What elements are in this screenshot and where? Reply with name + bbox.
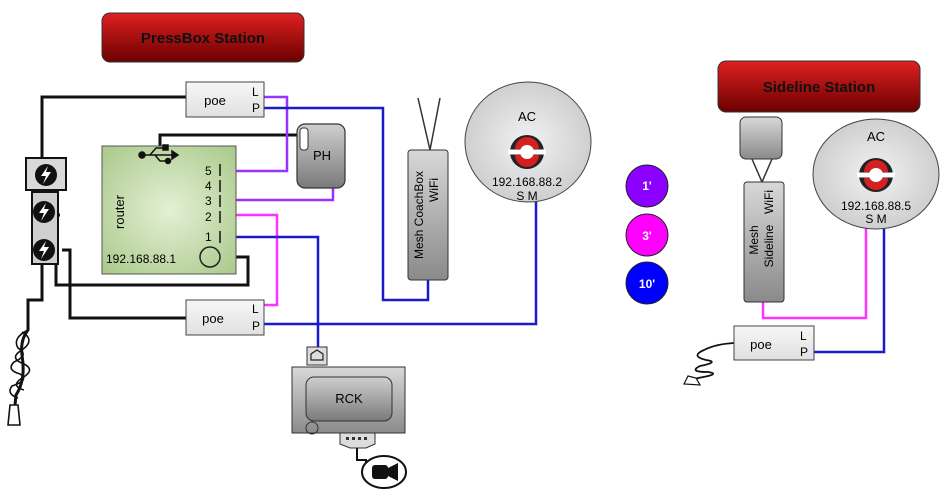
legend-item-3ft: 3'	[625, 213, 669, 257]
ac-sideline-label: AC	[867, 129, 885, 144]
legend-item-1ft: 1'	[625, 164, 669, 208]
power-cord-coil	[7, 329, 31, 426]
ac-sideline: AC 192.168.88.5 S M	[812, 118, 940, 230]
router-port-4: 4	[205, 179, 212, 193]
sideline-banner: Sideline Station	[717, 60, 921, 113]
ethernet-port-icon	[310, 349, 324, 361]
mesh-coachbox: Mesh CoachBox WiFi	[407, 97, 449, 281]
sideline-title: Sideline Station	[763, 79, 876, 96]
mesh-coachbox-label: Mesh CoachBox	[412, 171, 426, 259]
ac-sideline-sm: S M	[865, 212, 886, 226]
ac-pressbox: AC 192.168.88.2 S M	[464, 81, 592, 203]
router-label: router	[112, 194, 127, 229]
poe-top-p: P	[252, 101, 260, 115]
pressbox-banner: PressBox Station	[101, 12, 305, 63]
poe-bottom-p: P	[252, 319, 260, 333]
cable-length-legend: 1' 3' 10'	[625, 164, 669, 305]
router-port-3: 3	[205, 194, 212, 208]
poe-bottom-label: poe	[202, 311, 224, 326]
power-outlet-icon	[39, 203, 49, 221]
poe-bottom: poe L P	[185, 299, 265, 336]
router: router 192.168.88.1 5 4 3 2 1	[101, 144, 237, 275]
brand-logo-icon	[857, 158, 895, 192]
usb-icon	[138, 144, 180, 165]
power-outlet-icon	[41, 166, 51, 184]
poe-top-label: poe	[204, 93, 226, 108]
poe-bottom-l: L	[252, 302, 259, 316]
mesh-sideline-wifi: WiFi	[762, 190, 776, 214]
poe-sideline-l: L	[800, 329, 807, 343]
camera-icon	[361, 455, 407, 489]
rck-device: RCK	[291, 346, 407, 489]
poe-sideline: poe L P	[683, 325, 815, 386]
poe-top: poe L P	[185, 81, 265, 118]
pressbox-title: PressBox Station	[141, 30, 265, 47]
ac-pressbox-label: AC	[518, 109, 536, 124]
ac-pressbox-ip: 192.168.88.2	[492, 175, 562, 189]
poe-sideline-label: poe	[750, 337, 772, 352]
router-port-2: 2	[205, 210, 212, 224]
power-outlet-icon	[39, 241, 49, 259]
router-port-5: 5	[205, 164, 212, 178]
router-ports: 5 4 3 2 1	[205, 164, 212, 244]
poe-top-l: L	[252, 85, 259, 99]
mesh-coachbox-wifi: WiFi	[427, 178, 441, 202]
phone-device: PH	[296, 123, 346, 189]
legend-item-10ft: 10'	[625, 261, 669, 305]
mesh-sideline-label2: Sideline	[762, 224, 776, 267]
svg-text:3': 3'	[642, 229, 652, 243]
power-strip	[25, 157, 67, 265]
power-cord-coil	[687, 342, 735, 383]
ac-pressbox-sm: S M	[516, 189, 537, 203]
router-port-1: 1	[205, 230, 212, 244]
mesh-sideline: Mesh Sideline WiFi	[739, 116, 785, 303]
phone-label: PH	[313, 148, 331, 163]
brand-logo-icon	[508, 135, 546, 169]
poe-sideline-p: P	[800, 345, 808, 359]
ac-sideline-ip: 192.168.88.5	[841, 199, 911, 213]
router-power-jack	[199, 246, 221, 268]
router-ip: 192.168.88.1	[106, 252, 176, 266]
svg-text:10': 10'	[639, 277, 655, 291]
rck-label: RCK	[335, 391, 363, 406]
svg-text:1': 1'	[642, 179, 652, 193]
mesh-sideline-label1: Mesh	[747, 225, 761, 254]
antenna-icon	[417, 97, 441, 151]
ethernet-cables	[222, 95, 886, 354]
